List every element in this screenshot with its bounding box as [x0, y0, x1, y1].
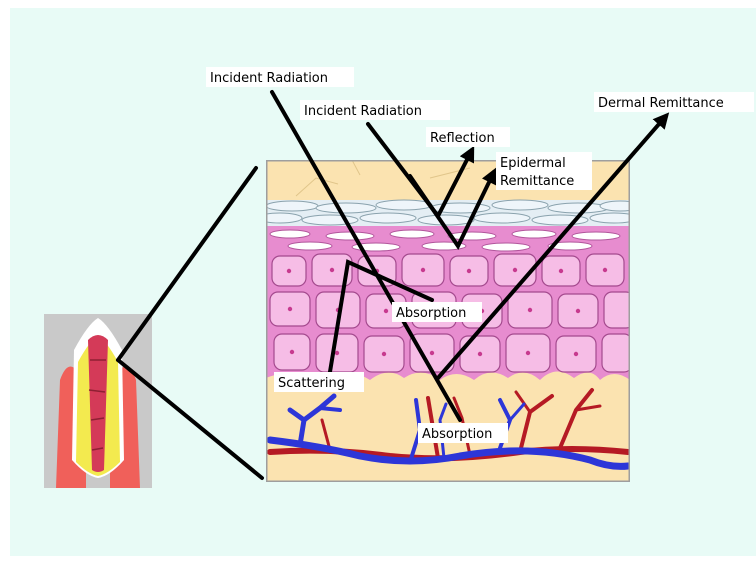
svg-text:Absorption: Absorption: [396, 306, 466, 321]
svg-text:Dermal Remittance: Dermal Remittance: [598, 96, 724, 111]
svg-text:Absorption: Absorption: [422, 427, 492, 442]
label-incident-radiation-2: Incident Radiation: [300, 100, 450, 120]
label-scattering: Scattering: [274, 372, 364, 392]
tooth-icon: [44, 314, 152, 488]
label-reflection: Reflection: [426, 127, 510, 147]
svg-text:Incident Radiation: Incident Radiation: [304, 104, 422, 119]
svg-text:Epidermal: Epidermal: [500, 156, 566, 171]
svg-text:Scattering: Scattering: [278, 376, 345, 391]
label-absorption-dermis: Absorption: [418, 423, 508, 443]
label-epidermal-remittance: Epidermal Remittance: [496, 152, 592, 190]
svg-text:Incident Radiation: Incident Radiation: [210, 71, 328, 86]
svg-text:Reflection: Reflection: [430, 131, 495, 146]
label-absorption-epidermis: Absorption: [392, 302, 482, 322]
label-dermal-remittance: Dermal Remittance: [594, 92, 754, 112]
svg-text:Remittance: Remittance: [500, 174, 574, 189]
label-incident-radiation-1: Incident Radiation: [206, 67, 354, 87]
